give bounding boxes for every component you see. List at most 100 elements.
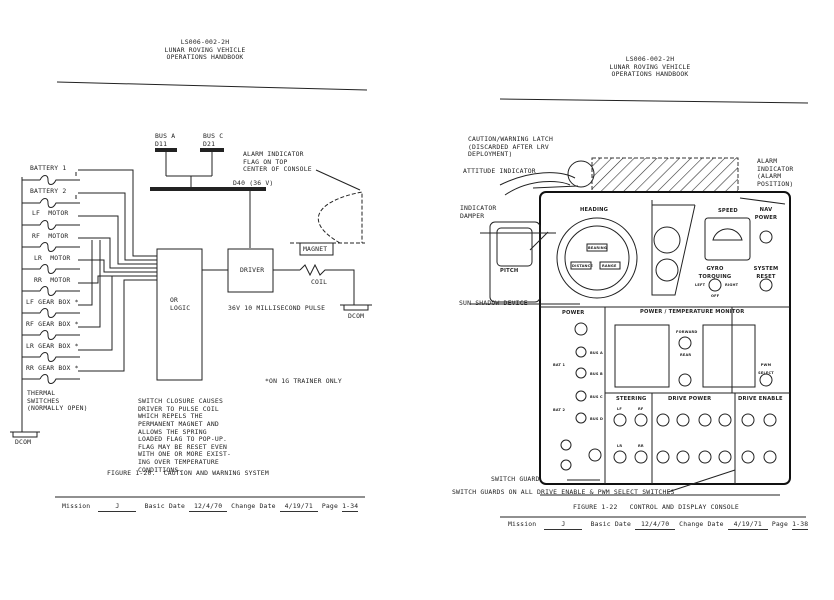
gyro-torquing-switch [708, 278, 722, 292]
heading-dial-outer [556, 217, 638, 299]
distance-label: DISTANCE [572, 264, 594, 268]
round-switches [560, 322, 777, 471]
or-logic-box [156, 248, 203, 381]
wheel-label: LF [617, 407, 623, 411]
switch-label: RF MOTOR [32, 232, 69, 240]
speed-label: SPEED [718, 208, 738, 214]
trainer-note: *ON 1G TRAINER ONLY [265, 377, 342, 385]
ptm-section-label: POWER / TEMPERATURE MONITOR [640, 309, 745, 315]
left-footer: Mission J Basic Date 12/4/70 Change Date… [62, 502, 359, 512]
panel-dividers [540, 306, 790, 484]
wheel-label: LR [617, 444, 623, 448]
latch-strap [499, 172, 576, 196]
sun-shadow-dial-lower [655, 258, 679, 282]
left-label: LEFT [695, 283, 706, 287]
d40-bar [150, 187, 266, 191]
heading-dial-inner [564, 225, 630, 291]
console-body [539, 191, 791, 485]
sun-shadow-device [651, 200, 696, 296]
power-section-label: POWER [562, 310, 585, 316]
dcom-left-label: DCOM [15, 438, 32, 446]
steering-label: STEERING [616, 396, 647, 402]
switch-label: RF GEAR BOX * [26, 320, 79, 328]
bus-c-bar [200, 148, 224, 152]
bearing-label: BEARING [588, 246, 607, 250]
distance-window [570, 261, 592, 270]
coil-symbol [299, 263, 333, 277]
header-rule [499, 98, 809, 104]
drive-power-label: DRIVE POWER [668, 396, 712, 402]
figure-caption: FIGURE 1-20. CAUTION AND WARNING SYSTEM [107, 469, 269, 477]
pitch-label: PITCH [500, 268, 519, 274]
wheel-label: RR [638, 444, 644, 448]
magnet-label: MAGNET [303, 245, 328, 253]
driver-label: DRIVER [240, 266, 265, 274]
leader-lines [470, 185, 786, 496]
latch-label: CAUTION/WARNING LATCH(DISCARDED AFTER LR… [468, 135, 553, 159]
off-label: OFF [711, 294, 720, 298]
system-reset-button [759, 278, 773, 292]
pitch-indicator-housing [489, 221, 541, 303]
speed-gauge [704, 217, 751, 261]
switch-label: RR MOTOR [34, 276, 71, 284]
wire [202, 269, 355, 305]
speed-gauge-face [712, 228, 743, 241]
dcom-left-symbol [10, 177, 40, 438]
rear-label: REAR [680, 353, 692, 357]
switch-label: LF MOTOR [32, 209, 69, 217]
latch-circle [567, 160, 595, 188]
sun-shadow-dial [653, 226, 681, 254]
flag-outline [290, 191, 365, 244]
heading-label: HEADING [580, 207, 609, 213]
switch-label: LF GEAR BOX * [26, 298, 79, 306]
bus-a-bar [155, 148, 177, 152]
right-footer: Mission J Basic Date 12/4/70 Change Date… [508, 520, 809, 530]
bearing-window [586, 243, 608, 252]
dcom-right-symbol [340, 304, 372, 311]
bat1-label: BAT 1 [553, 363, 566, 367]
sun-shadow-label: SUN SHADOW DEVICE [459, 299, 528, 307]
diode-lines [165, 152, 213, 187]
switch-label: BATTERY 2 [30, 187, 67, 195]
pulse-label: 36V 10 MILLISECOND PULSE [228, 304, 326, 312]
wheel-label: RF [638, 407, 644, 411]
right-label: RIGHT [725, 283, 739, 287]
dcom-right-label: DCOM [348, 312, 365, 320]
coil-label: COIL [311, 278, 328, 286]
leader-line [315, 169, 361, 191]
bat2-label: BAT 2 [553, 408, 566, 412]
switch-guards-note: SWITCH GUARDS ON ALL DRIVE ENABLE & PWM … [452, 488, 675, 496]
battery-motor-temp-meters [702, 324, 756, 388]
attitude-indicator-label: ATTITUDE INDICATOR [463, 167, 536, 175]
header-rule [56, 81, 368, 91]
switch-lines [22, 169, 157, 384]
drive-enable-label: DRIVE ENABLE [738, 396, 783, 402]
amp-volt-meters [614, 324, 670, 388]
switch-label: BATTERY 1 [30, 164, 67, 172]
range-window [599, 261, 621, 270]
pitch-gauge [496, 227, 533, 267]
forward-label: FORWARD [676, 330, 698, 334]
bus-label: BUS A [590, 351, 603, 355]
bus-label: BUS D [590, 417, 604, 421]
alarm-indicator-hatched [591, 157, 739, 194]
bus-label: BUS C [590, 395, 603, 399]
switch-label: RR GEAR BOX * [26, 364, 79, 372]
switch-label: LR GEAR BOX * [26, 342, 79, 350]
bus-label: BUS B [590, 372, 603, 376]
figure-caption: FIGURE 1-22 CONTROL AND DISPLAY CONSOLE [573, 503, 739, 511]
switch-label: LR MOTOR [34, 254, 71, 262]
